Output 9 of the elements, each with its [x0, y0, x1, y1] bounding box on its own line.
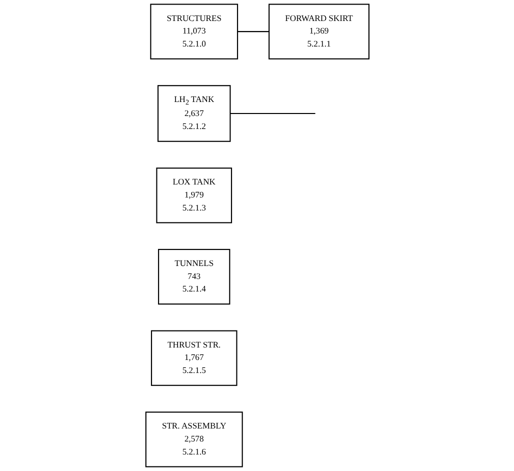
connector: [237, 31, 269, 32]
node-box: LH$_{2}$ TANK 2,637 5.2.1.2: [157, 85, 230, 142]
node-box: LOX TANK 1,979 5.2.1.3: [156, 168, 232, 224]
node-box: FORWARD SKIRT 1,369 5.2.1.1: [268, 4, 370, 60]
node-box: STR. ASSEMBLY 2,578 5.2.1.6: [144, 412, 242, 468]
connector: [230, 112, 315, 114]
node-box: STRUCTURES 11,073 5.2.1.0: [150, 4, 238, 60]
node-box: TUNNELS 743 5.2.1.4: [158, 248, 230, 305]
node-box: THRUST STR. 1,767 5.2.1.5: [150, 330, 237, 386]
